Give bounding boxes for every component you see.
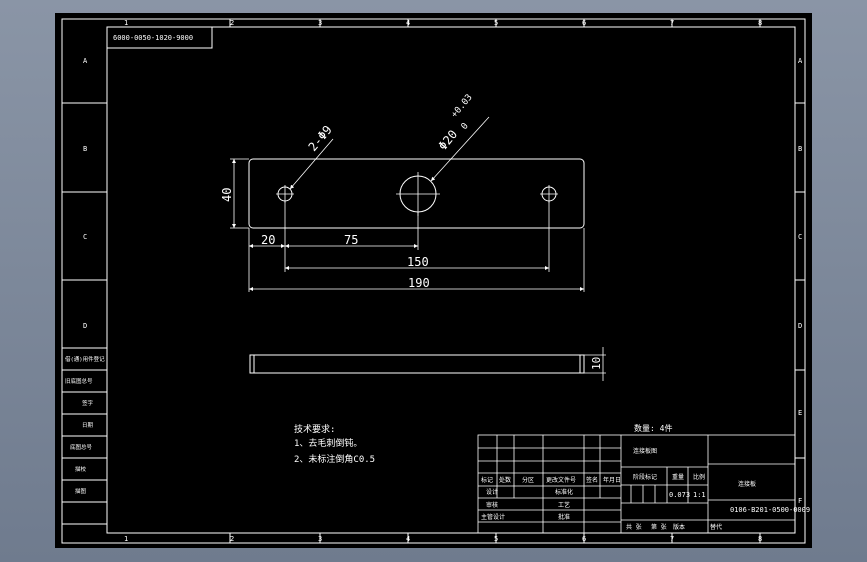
row-label: F xyxy=(798,497,802,505)
strip-label: 日期 xyxy=(82,422,94,429)
col-label: 3 xyxy=(318,535,322,543)
col-label: 2 xyxy=(230,535,234,543)
quantity: 数量: 4件 xyxy=(634,423,672,433)
col-label: 5 xyxy=(494,535,498,543)
row-label: D xyxy=(83,322,87,330)
strip-label: 底图总号 xyxy=(70,443,93,451)
row-label: E xyxy=(798,409,802,417)
row-label: C xyxy=(83,233,87,241)
tb-weight: 0.073 xyxy=(669,491,690,499)
tb-header: 更改文件号 xyxy=(546,476,576,484)
tb-scale-label: 比例 xyxy=(693,473,705,481)
tb-row-approve: 批准 xyxy=(558,513,570,521)
notes-title: 技术要求: xyxy=(294,423,335,435)
dim-150: 150 xyxy=(407,255,429,269)
strip-label: 签字 xyxy=(82,399,94,407)
tb-header: 处数 xyxy=(499,476,511,484)
row-label: D xyxy=(798,322,802,330)
strip-label: 描图 xyxy=(75,487,87,495)
dim-10: 10 xyxy=(590,357,603,370)
col-label: 8 xyxy=(758,19,762,27)
tb-stage-mark: 阶段标记 xyxy=(633,473,657,481)
tb-row-supervisor: 主管设计 xyxy=(481,513,505,521)
plate-front-view xyxy=(248,158,585,229)
tb-sheet-total: 共 张 xyxy=(626,523,642,531)
drawing-number-box xyxy=(106,26,213,49)
paper xyxy=(55,13,812,548)
col-label: 3 xyxy=(318,19,322,27)
tb-row-check: 审核 xyxy=(486,501,498,509)
col-label: 6 xyxy=(582,535,586,543)
tb-row-design: 设计 xyxy=(486,488,498,496)
plate-side-view xyxy=(249,354,585,374)
tb-header: 签名 xyxy=(586,476,598,484)
dim-20: 20 xyxy=(261,233,275,247)
tb-title-label: 连接板图 xyxy=(633,447,657,455)
col-label: 5 xyxy=(494,19,498,27)
col-label: 4 xyxy=(406,19,410,27)
tb-header: 标记 xyxy=(481,476,493,484)
row-label: B xyxy=(798,145,802,153)
tb-version: 版本 xyxy=(673,523,685,531)
tb-part-name: 连接板 xyxy=(738,480,756,488)
tb-row-standard: 标准化 xyxy=(555,488,573,496)
col-label: 8 xyxy=(758,535,762,543)
tb-sheet-num: 第 张 xyxy=(651,523,667,531)
tb-scale: 1:1 xyxy=(693,491,706,499)
tb-row-craft: 工艺 xyxy=(558,501,570,509)
leader-small-holes xyxy=(289,138,334,190)
leader-center-hole xyxy=(430,116,490,182)
dim-75: 75 xyxy=(344,233,358,247)
title-block xyxy=(477,434,796,534)
strip-label: 描校 xyxy=(75,465,87,473)
tb-header: 分区 xyxy=(522,476,534,484)
dim-40: 40 xyxy=(220,188,234,202)
tb-weight-label: 重量 xyxy=(672,473,684,481)
notes-line-1: 1、去毛刺倒钝。 xyxy=(294,437,362,449)
col-label: 2 xyxy=(230,19,234,27)
col-label: 4 xyxy=(406,535,410,543)
drawing-number-bottom: 0106-B201-0500-0009 xyxy=(730,506,810,514)
col-label: 1 xyxy=(124,19,128,27)
row-label: B xyxy=(83,145,87,153)
notes-line-2: 2、未标注倒角C0.5 xyxy=(294,453,375,465)
col-label: 6 xyxy=(582,19,586,27)
strip-label: 借(通)用件登记 xyxy=(65,355,105,363)
drawing-number-top: 6000-0050-1020-9000 xyxy=(113,34,193,42)
col-label: 7 xyxy=(670,19,674,27)
row-label: A xyxy=(83,57,88,65)
col-label: 7 xyxy=(670,535,674,543)
dim-190: 190 xyxy=(408,276,430,290)
tb-header: 年月日 xyxy=(603,476,621,484)
row-label: A xyxy=(798,57,803,65)
row-label: C xyxy=(798,233,802,241)
strip-label: 旧底图总号 xyxy=(65,377,93,385)
col-label: 1 xyxy=(124,535,128,543)
tol-lower: 0 xyxy=(460,121,471,132)
tb-replace: 替代 xyxy=(710,523,722,531)
